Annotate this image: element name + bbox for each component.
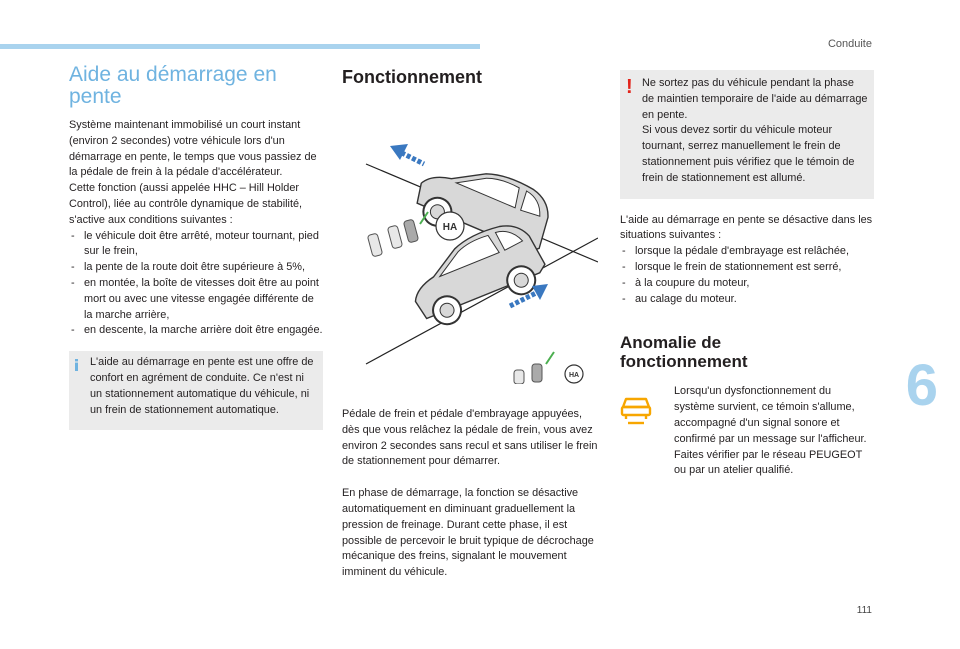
deactivation-list: lorsque la pédale d'embrayage est relâch… xyxy=(620,244,874,307)
hill-start-illustration: HA H xyxy=(342,88,599,385)
intro-paragraph-2: Cette fonction (aussi appelée HHC – Hill… xyxy=(69,182,303,226)
conditions-list: le véhicule doit être arrêté, moteur tou… xyxy=(69,229,323,340)
operation-text: Pédale de frein et pédale d'embrayage ap… xyxy=(342,407,598,581)
right-column: ! Ne sortez pas du véhicule pendant la p… xyxy=(620,70,874,479)
car-service-warning-icon xyxy=(620,398,652,425)
intro-text: Système maintenant immobilisé un court i… xyxy=(69,118,323,339)
hill-assist-icon: HA xyxy=(435,211,465,241)
pedals-illustration xyxy=(513,351,555,385)
list-item: au calage du moteur. xyxy=(620,292,874,308)
uphill-arrow-icon xyxy=(390,144,426,167)
warning-text-2: Si vous devez sortir du véhicule moteur … xyxy=(642,124,855,184)
info-text: L'aide au démarrage en pente est une off… xyxy=(90,356,314,416)
middle-column: Fonctionnement xyxy=(342,66,599,581)
deactivation-section: L'aide au démarrage en pente se désactiv… xyxy=(620,213,874,308)
chapter-number: 6 xyxy=(905,353,938,418)
hill-start-diagram: HA H xyxy=(365,144,599,385)
info-icon xyxy=(75,359,78,372)
list-item: à la coupure du moteur, xyxy=(620,276,874,292)
page-title: Aide au démarrage en pente xyxy=(69,63,277,108)
deactivation-intro: L'aide au démarrage en pente se désactiv… xyxy=(620,213,873,242)
list-item: en descente, la marche arrière doit être… xyxy=(69,323,323,339)
anomaly-section: Lorsqu'un dysfonctionnement du système s… xyxy=(620,384,874,479)
exclamation-icon: ! xyxy=(626,76,633,98)
list-item: le véhicule doit être arrêté, moteur tou… xyxy=(69,229,323,261)
list-item: lorsque le frein de stationnement est se… xyxy=(620,260,874,276)
anomaly-text: Lorsqu'un dysfonctionnement du système s… xyxy=(674,385,867,477)
info-note: L'aide au démarrage en pente est une off… xyxy=(69,351,323,431)
page-number: 111 xyxy=(856,605,872,616)
section-header: Conduite xyxy=(827,38,872,50)
section-title: Fonctionnement xyxy=(342,67,482,87)
operation-paragraph-2: En phase de démarrage, la fonction se dé… xyxy=(342,487,594,579)
list-item: lorsque la pédale d'embrayage est relâch… xyxy=(620,244,874,260)
warning-note: ! Ne sortez pas du véhicule pendant la p… xyxy=(620,70,874,199)
warning-text: Ne sortez pas du véhicule pendant la pha… xyxy=(642,77,868,121)
anomaly-title: Anomalie de fonctionnement xyxy=(620,333,748,372)
list-item: la pente de la route doit être supérieur… xyxy=(69,260,323,276)
car-downhill-illustration xyxy=(414,225,546,326)
svg-text:HA: HA xyxy=(569,372,579,379)
pedals-illustration xyxy=(367,211,429,257)
hill-assist-icon: HA xyxy=(564,364,584,384)
list-item: en montée, la boîte de vitesses doit êtr… xyxy=(69,276,323,323)
top-accent-bar xyxy=(0,44,480,49)
left-column: Aide au démarrage en pente Système maint… xyxy=(69,63,323,431)
operation-paragraph: Pédale de frein et pédale d'embrayage ap… xyxy=(342,408,598,468)
downhill-arrow-icon xyxy=(508,284,548,309)
intro-paragraph: Système maintenant immobilisé un court i… xyxy=(69,119,317,179)
svg-text:HA: HA xyxy=(443,222,457,233)
